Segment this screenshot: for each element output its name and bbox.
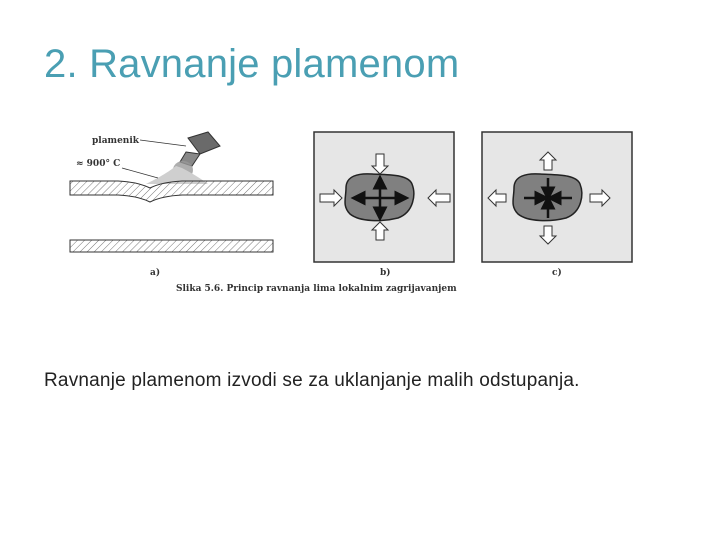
torch-label: plamenik [92, 136, 140, 146]
bent-plate [69, 180, 274, 203]
temperature-leader-line [121, 167, 159, 179]
figure-flame-straightening: plamenik ≈ 900° C a) [58, 118, 668, 308]
outer-arrows-b [319, 153, 451, 241]
panel-c-label: c) [552, 267, 562, 278]
torch-leader-line [139, 139, 187, 147]
slide-title: 2. Ravnanje plamenom [44, 42, 460, 86]
body-text: Ravnanje plamenom izvodi se za uklanjanj… [44, 370, 580, 391]
figure-caption: Slika 5.6. Princip ravnanja lima lokalni… [176, 284, 457, 294]
panel-a-label: a) [150, 267, 160, 278]
panel-c: c) [481, 131, 633, 278]
figure-illustration: plamenik ≈ 900° C a) [69, 131, 633, 294]
straight-plate [69, 239, 274, 253]
panel-b: b) [313, 131, 455, 278]
temperature-label: ≈ 900° C [76, 159, 120, 169]
panel-a: plamenik ≈ 900° C a) [69, 131, 274, 278]
panel-b-label: b) [380, 267, 391, 278]
flame-plume [146, 166, 208, 184]
outer-arrows-c [487, 151, 611, 245]
